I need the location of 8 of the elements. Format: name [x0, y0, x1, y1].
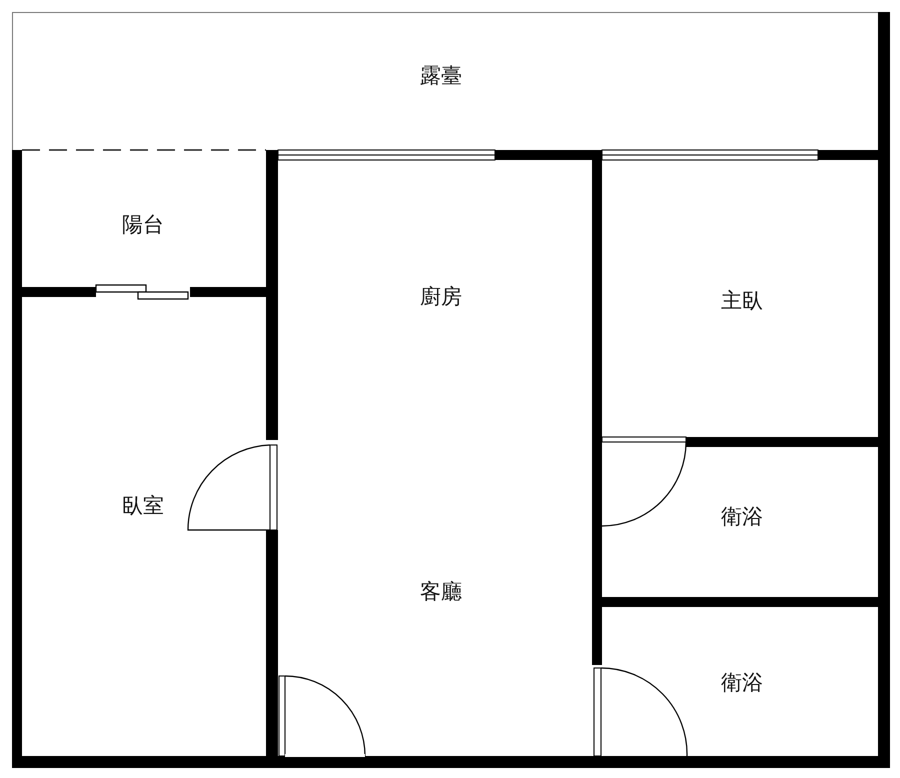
room-label: 衛浴	[721, 670, 763, 696]
room-label: 廚房	[420, 284, 462, 310]
room-label: 客廳	[420, 579, 462, 605]
room-label: 臥室	[122, 493, 164, 519]
room-label: 主臥	[721, 288, 763, 314]
room-label: 露臺	[420, 63, 462, 89]
room-label: 衛浴	[721, 504, 763, 530]
room-label: 陽台	[122, 212, 164, 238]
